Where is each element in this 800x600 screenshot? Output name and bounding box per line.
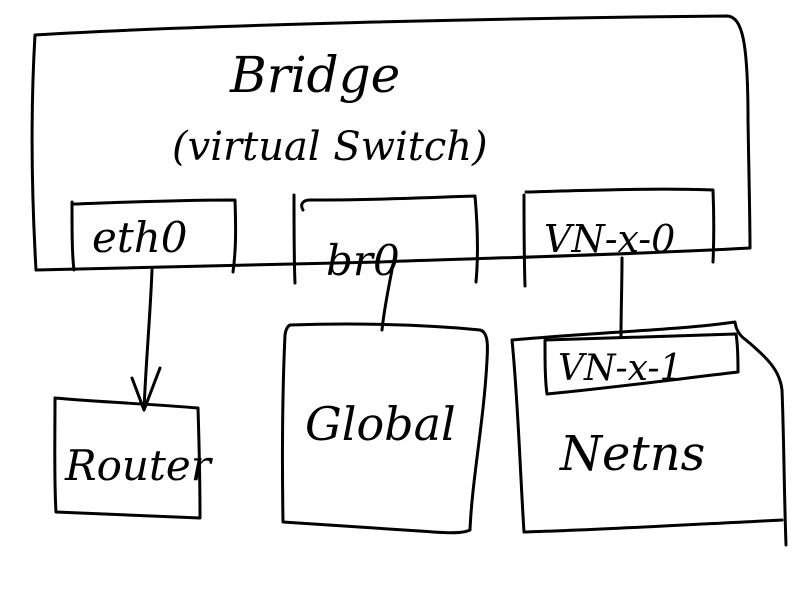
port-br0-box [292,193,479,285]
port-eth0-label: eth0 [92,213,188,262]
connector-br0-global [380,268,394,332]
connector-eth0-router-arrowhead [130,366,162,412]
netns-box [510,320,788,547]
bridge-subtitle: (virtual Switch) [172,124,488,170]
router-box [53,396,202,520]
connector-eth0-router [142,268,154,412]
global-box [280,322,489,535]
bridge-box [30,14,752,272]
netns-inner-port-label: VN-x-1 [558,348,682,389]
port-vnx0-label: VN-x-0 [544,217,675,261]
port-br0-label: br0 [326,236,400,285]
connector-vnx0-vnx1 [619,256,624,338]
bridge-title: Bridge [229,46,400,104]
port-vnx0-box [522,187,716,288]
global-label: Global [305,397,456,451]
netns-label: Netns [559,426,705,482]
port-eth0-box [70,198,238,274]
netns-inner-port-box [543,332,740,396]
router-label: Router [64,441,214,490]
